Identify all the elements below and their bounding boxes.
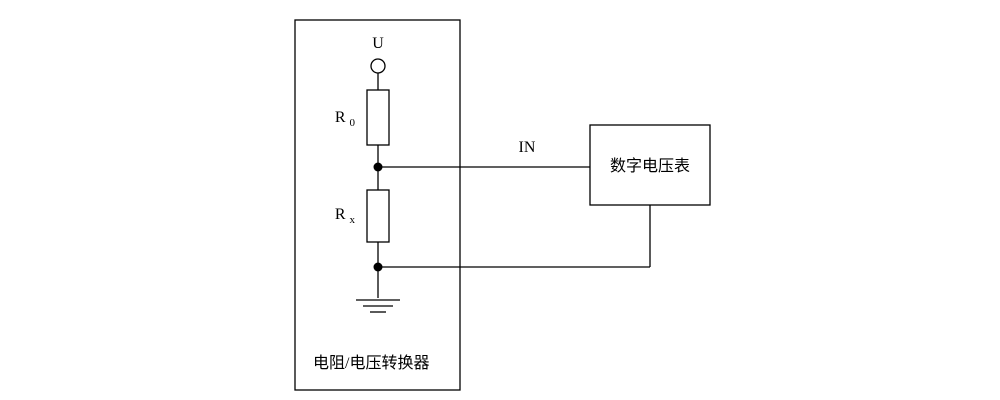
supply-label-text: U [372,35,384,52]
rx-name: R [335,206,346,223]
voltmeter-label: 数字电压表 [610,157,690,175]
resistor-r0 [366,89,390,146]
in-label-text: IN [519,139,536,156]
r0-subscript: 0 [350,117,356,129]
r0-name: R [335,109,346,126]
converter-label: 电阻/电压转换器 [313,354,429,372]
converter-label-text: 电阻/电压转换器 [313,354,429,372]
in-label: IN [519,139,536,156]
voltmeter-label-text: 数字电压表 [610,157,690,175]
rx-subscript: x [350,214,356,226]
resistor-rx-label: R x [335,206,356,226]
supply-label: U [372,35,384,52]
resistor-rx [366,189,390,243]
resistor-r0-label: R 0 [335,109,356,129]
supply-terminal-icon [370,58,386,74]
ground-icon [356,299,400,313]
